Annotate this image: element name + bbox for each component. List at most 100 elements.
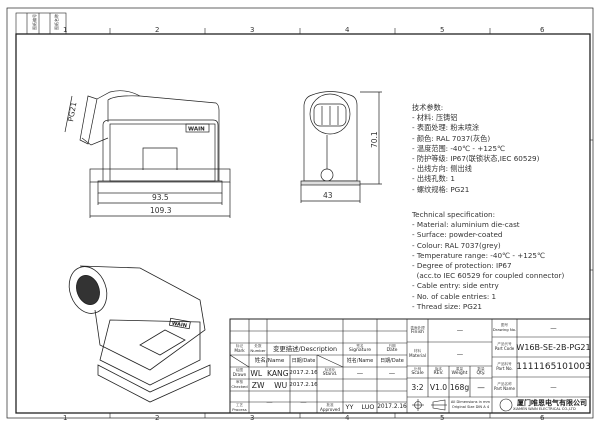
- stand-date: —: [388, 368, 396, 377]
- spec-en-title: Technical specification:: [412, 210, 496, 219]
- zone-label: 3: [250, 414, 254, 422]
- zone-labels: 1 2 3 4 5 6 1 2 3 4 5 6 图纸编号 图纸名称: [31, 14, 545, 422]
- process-name: —: [266, 397, 273, 406]
- spec-cn-item: - 颜色: RAL 7037(灰色): [412, 133, 491, 143]
- zone-label: 4: [345, 414, 350, 422]
- dimension-width-outer: 109.3: [150, 206, 172, 215]
- zone-label: 6: [540, 26, 545, 34]
- spec-en-item: - Thread size: PG21: [412, 301, 482, 311]
- spec-en-item: - Surface: powder-coated: [412, 230, 503, 240]
- spec-cn-item: - 材料: 压铸铝: [412, 113, 458, 123]
- isometric-view: WAIN: [68, 265, 211, 403]
- zone-label: 5: [440, 26, 444, 34]
- projection-symbol-icon: [412, 399, 447, 411]
- zone-label: 6: [540, 414, 545, 422]
- part-name-value: —: [550, 382, 557, 391]
- spec-cn-item: - 防护等级: IP67(联锁状态,IEC 60529): [412, 154, 540, 164]
- spec-cn: 技术参数: - 材料: 压铸铝 - 表面处理: 粉末喷涂 - 颜色: RAL 7…: [412, 103, 539, 195]
- process-date: —: [300, 397, 307, 406]
- spec-cn-title: 技术参数:: [412, 103, 444, 112]
- corner-label: 图纸名称: [53, 14, 59, 30]
- zone-label: 1: [63, 26, 67, 34]
- zone-label: 3: [250, 26, 254, 34]
- approved-name: YY LUO: [345, 403, 375, 411]
- zone-label: 5: [440, 414, 444, 422]
- title-block-grid: [229, 318, 591, 414]
- date-header: 日期/Date: [380, 357, 404, 364]
- corner-label: 图纸编号: [31, 14, 37, 30]
- weight-value: 168g: [449, 383, 470, 392]
- spec-cn-item: - 温度范围: -40℃ - +125℃: [412, 143, 506, 153]
- material-value: —: [456, 349, 464, 358]
- zone-ticks: [109, 28, 593, 418]
- part-code-value: W16B-SE-2B-PG21: [516, 342, 591, 352]
- dimension-thread: PG21: [66, 101, 78, 122]
- part-no-value: 1111165101003: [516, 361, 591, 372]
- stand-name: —: [356, 368, 364, 377]
- name-header: 姓名/Name: [254, 357, 285, 364]
- name-header: 姓名/Name: [346, 357, 374, 364]
- date-header: 日期/Date: [291, 357, 316, 364]
- qty-value: —: [477, 383, 485, 392]
- drawing-no-value: —: [550, 323, 557, 332]
- spec-en-item: - No. of cable entries: 1: [412, 291, 497, 301]
- checked-name: ZW WU: [251, 380, 288, 390]
- zone-label: 2: [155, 414, 159, 422]
- zone-label: 4: [345, 26, 350, 34]
- side-view: WAIN 93.5 109.3 PG21: [64, 90, 231, 218]
- spec-en-item: - Temperature range: -40℃ - +125℃: [412, 250, 546, 260]
- dimension-height: 70.1: [370, 131, 379, 148]
- logo-text: WAIN: [188, 127, 205, 133]
- iso-logo-text: WAIN: [171, 321, 187, 330]
- spec-en-item: - Degree of protection: IP67: [412, 261, 512, 271]
- spec-cn-item: - 表面处理: 粉末喷涂: [412, 123, 480, 133]
- spec-en-item: (acc.to IEC 60529 for coupled connector): [412, 271, 565, 281]
- front-view: 70.1 43: [300, 91, 382, 203]
- zone-label: 2: [155, 26, 159, 34]
- spec-cn-item: - 出线方向: 侧出线: [412, 164, 472, 174]
- corner-label-box: [15, 12, 67, 35]
- dimension-width-inner: 93.5: [152, 193, 169, 202]
- drawn-name: WL KANG: [250, 368, 289, 378]
- company-logo-icon: [499, 398, 513, 412]
- spec-en: Technical specification: - Material: alu…: [412, 210, 564, 312]
- dimension-depth: 43: [323, 191, 333, 200]
- logo-plate: [185, 123, 210, 133]
- checked-date: 2017.2.16: [289, 381, 318, 388]
- spec-cn-item: - 出线孔数: 1: [412, 174, 455, 184]
- zone-label: 1: [63, 414, 67, 422]
- drawn-date: 2017.2.16: [289, 369, 318, 376]
- rev-value: V1.0: [429, 383, 448, 392]
- spec-en-item: - Material: aluminium die-cast: [412, 220, 520, 230]
- spec-en-item: - Cable entry: side entry: [412, 281, 499, 291]
- spec-cn-item: - 螺纹规格: PG21: [412, 184, 470, 194]
- description-header: 变更描述/Description: [272, 344, 338, 353]
- spec-en-item: - Colour: RAL 7037(grey): [412, 240, 501, 250]
- approved-date: 2017.2.16: [377, 404, 407, 410]
- scale-value: 3:2: [411, 383, 424, 392]
- finish-value: —: [456, 326, 464, 334]
